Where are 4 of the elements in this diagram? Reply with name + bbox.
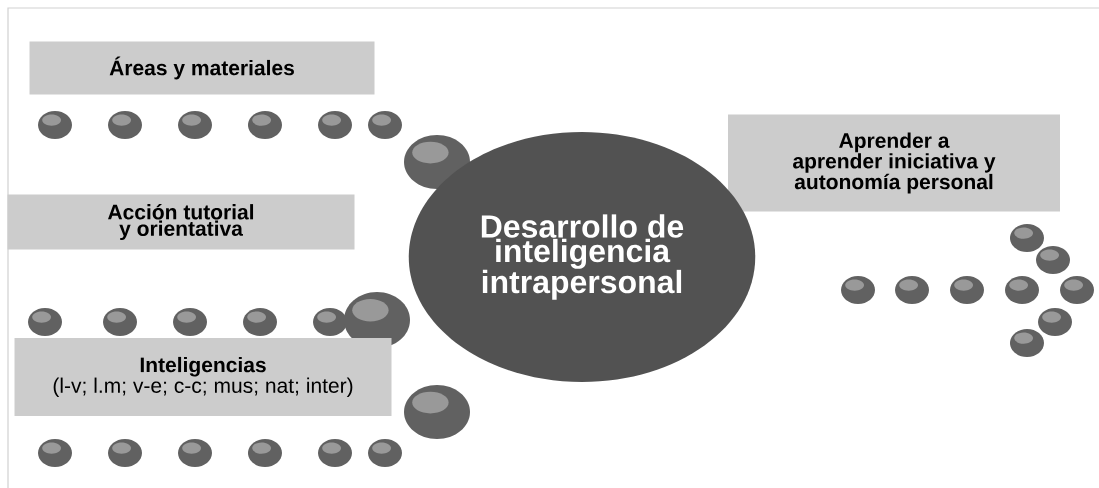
label-box: Acción tutorial y orientativa (7, 194, 355, 250)
label-box: Inteligencias (l-v; l.m; v-e; c-c; mus; nat; inter) (14, 338, 392, 416)
label-box: Áreas y materiales (29, 41, 375, 95)
label-box: Aprender a aprender iniciativa y autonomía personal (728, 114, 1060, 212)
